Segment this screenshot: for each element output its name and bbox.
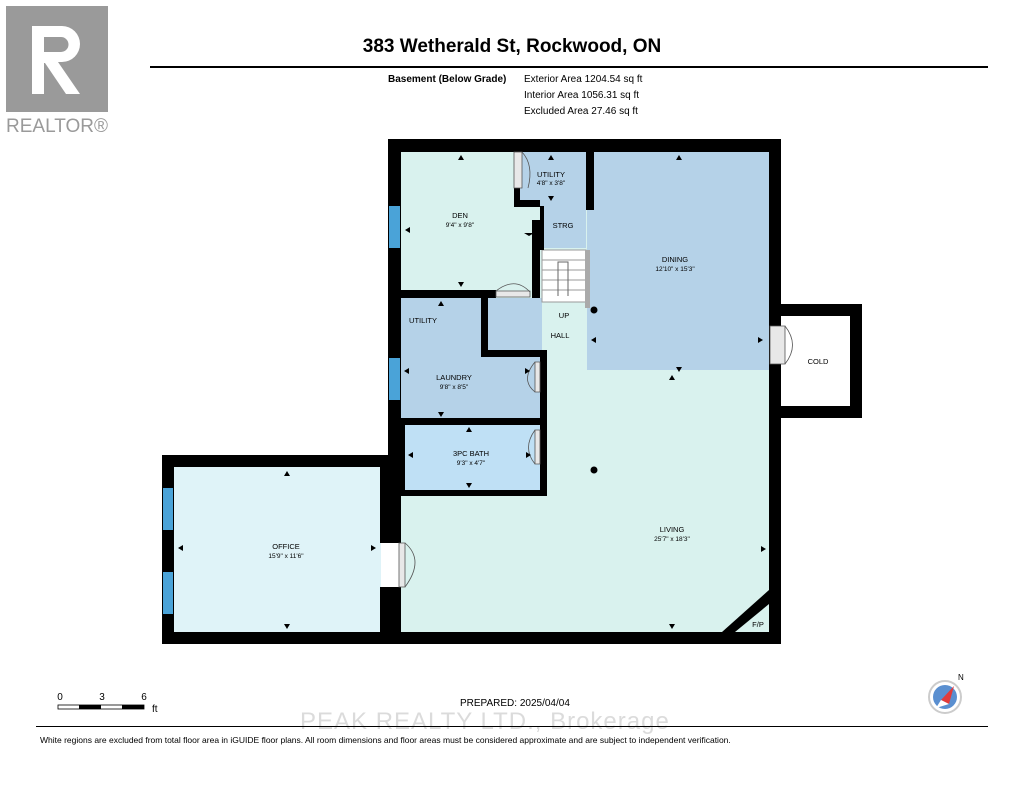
dimension-arrows xyxy=(178,155,766,629)
scale-tick-3: 3 xyxy=(99,692,105,703)
fireplace-label: F/P xyxy=(752,620,764,629)
cold-floor xyxy=(786,316,850,406)
office-floor xyxy=(174,466,381,632)
room-name-laundry: LAUNDRY xyxy=(436,373,472,382)
room-name-strg: STRG xyxy=(553,221,574,230)
room-name-office: OFFICE xyxy=(272,542,300,551)
post-marker xyxy=(590,306,598,314)
doors xyxy=(398,151,793,588)
stair-up-label: UP xyxy=(559,311,569,320)
room-name-utility: UTILITY xyxy=(409,316,437,325)
room-dims-bath: 9'3" x 4'7" xyxy=(457,460,486,467)
strg-floor xyxy=(540,206,586,248)
brokerage-watermark: PEAK REALTY LTD., Brokerage xyxy=(300,708,670,735)
room-dims-dining: 12'10" x 15'3" xyxy=(655,266,695,273)
disclaimer-text: White regions are excluded from total fl… xyxy=(40,735,731,745)
excluded-area: Excluded Area 27.46 sq ft xyxy=(524,106,638,117)
room-name-cold: COLD xyxy=(808,357,829,366)
compass-label: N xyxy=(958,673,964,682)
realtor-logo: REALTOR® xyxy=(6,6,110,137)
logo-text: REALTOR® xyxy=(6,116,108,136)
dining-floor xyxy=(587,152,769,370)
room-dims-laundry: 9'8" x 8'5" xyxy=(440,384,469,391)
bottom-divider xyxy=(36,726,988,727)
windows xyxy=(163,206,400,614)
exterior-area: Exterior Area 1204.54 sq ft xyxy=(524,74,643,85)
post-marker xyxy=(590,466,598,474)
interior-area: Interior Area 1056.31 sq ft xyxy=(524,90,640,101)
top-divider xyxy=(150,66,988,68)
floor-level-label: Basement (Below Grade) xyxy=(388,74,507,85)
staircase xyxy=(541,249,590,308)
bath-floor xyxy=(404,425,541,490)
room-dims-office: 15'9" x 11'6" xyxy=(268,553,304,560)
room-dims-den: 9'4" x 9'8" xyxy=(446,222,475,229)
room-name-living: LIVING xyxy=(660,525,685,534)
room-dims-living: 25'7" x 18'3" xyxy=(654,536,690,543)
walls xyxy=(162,139,862,644)
scale-bar: 0 3 6 ft xyxy=(57,692,158,715)
room-name-dining: DINING xyxy=(662,255,688,264)
room-name-hall: HALL xyxy=(551,331,570,340)
room-name-utility-top: UTILITY xyxy=(537,170,565,179)
prepared-date: PREPARED: 2025/04/04 xyxy=(460,698,570,709)
scale-unit: ft xyxy=(152,704,158,715)
room-name-den: DEN xyxy=(452,211,468,220)
room-dims-utility-top: 4'8" x 3'8" xyxy=(537,180,566,187)
room-name-bath: 3PC BATH xyxy=(453,449,489,458)
scale-tick-0: 0 xyxy=(57,692,63,703)
page-title: 383 Wetherald St, Rockwood, ON xyxy=(362,36,662,57)
scale-tick-6: 6 xyxy=(141,692,147,703)
compass-icon: N xyxy=(928,673,964,714)
laundry-floor xyxy=(401,298,542,418)
